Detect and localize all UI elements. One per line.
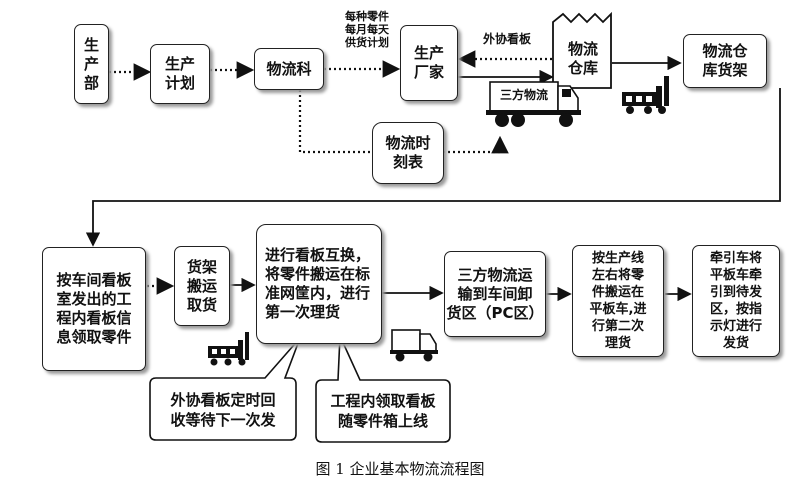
workshop-kanban-label: 按车间看板 室发出的工 程内看板信 息领取零件 [56,271,132,346]
figure-caption: 图 1 企业基本物流流程图 [315,460,485,478]
warehouse-shelf-node: 物流仓 库货架 [683,34,767,88]
external-return-callout: 外协看板定时回 收等待下一次发 [170,391,276,429]
external-kanban-label: 外协看板 [482,32,531,46]
callout-bubble [315,335,451,443]
warehouse-label: 物流 仓库 [567,40,598,77]
supplier-node: 生产 厂家 [400,25,458,101]
forklift-icon [208,332,249,366]
schedule-label: 物流时 刻表 [385,134,431,171]
truck-icon [486,81,581,127]
tractor-dispatch-label: 牵引车将 平板车牵 引到待发 区，按指 示灯进行 发货 [709,251,762,351]
second-sort-node: 按生产线 左右将零 件搬运在 平板车,进 行第二次 理货 [572,245,664,357]
logistics-dept-label: 物流科 [266,59,312,78]
transport-to-pc-node: 三方物流运 输到车间卸 货区（PC区） [444,251,546,337]
production-dept-node: 生 产 部 [74,24,109,104]
supplier-label: 生产 厂家 [413,44,444,81]
forklift-icon [622,76,669,114]
factory-icon [552,11,612,89]
schedule-node: 物流时 刻表 [372,122,444,184]
second-sort-label: 按生产线 左右将零 件搬运在 平板车,进 行第二次 理货 [589,251,647,351]
truck-icon [390,329,438,362]
production-plan-node: 生产 计划 [150,44,210,104]
connector-shelf-to-row2 [85,88,781,247]
internal-kanban-callout: 工程内领取看板 随零件箱上线 [330,392,436,430]
logistics-dept-node: 物流科 [254,48,324,90]
third-party-truck-label: 三方物流 [499,88,548,102]
shelf-pick-label: 货架 搬运 取货 [186,257,217,314]
transport-to-pc-label: 三方物流运 输到车间卸 货区（PC区） [446,265,544,322]
workshop-kanban-node: 按车间看板 室发出的工 程内看板信 息领取零件 [42,247,146,371]
tractor-dispatch-node: 牵引车将 平板车牵 引到待发 区，按指 示灯进行 发货 [692,245,780,357]
warehouse-node: 物流 仓库 [558,40,608,78]
production-plan-label: 生产 计划 [164,55,195,92]
kanban-exchange-label: 进行看板互换， 将零件搬运在标 准网筐内，进行 第一次理货 [265,246,371,321]
callout-bubble [149,337,301,441]
production-dept-label: 生 产 部 [83,35,99,92]
shelf-pick-node: 货架 搬运 取货 [174,246,230,326]
daily-plan-label: 每种零件 每月每天 供货计划 [345,10,389,49]
kanban-exchange-node: 进行看板互换， 将零件搬运在标 准网筐内，进行 第一次理货 [256,224,382,344]
warehouse-shelf-label: 物流仓 库货架 [702,42,748,79]
